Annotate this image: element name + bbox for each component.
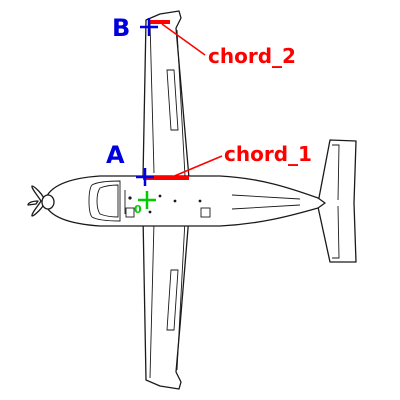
chord-1-label: chord_1 (224, 142, 312, 166)
point-a-label: A (106, 141, 125, 169)
fuselage (44, 175, 326, 227)
horizontal-stabilizer (317, 139, 357, 263)
point-a-marker (136, 168, 154, 186)
point-b-marker (140, 18, 158, 36)
chord-2-label: chord_2 (208, 44, 296, 68)
origin-marker (138, 191, 156, 209)
chord-1-leader (171, 155, 223, 178)
origin-label: 0 (134, 203, 142, 216)
main-wing (142, 10, 190, 390)
propeller (27, 185, 55, 217)
chord-2-leader (161, 23, 206, 56)
point-b-label: B (112, 14, 130, 42)
